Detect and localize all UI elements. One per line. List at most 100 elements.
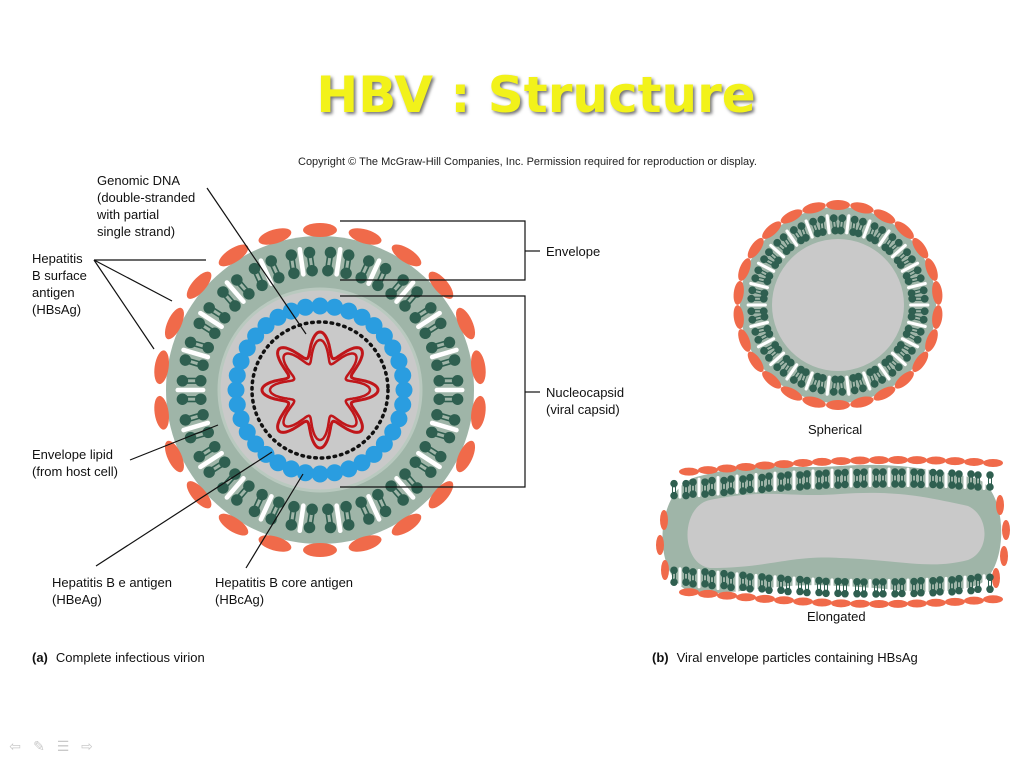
protein-head	[739, 583, 747, 592]
surface-antigen	[258, 535, 292, 552]
pen-icon[interactable]: ✎	[33, 738, 45, 754]
protein-tail	[811, 377, 817, 387]
capsid-bead	[384, 339, 402, 357]
arrow-left-icon[interactable]: ⇦	[9, 738, 21, 754]
protein-tail	[854, 221, 857, 231]
protein-tail	[909, 330, 919, 334]
protein-tail	[876, 231, 883, 241]
surface-antigen	[154, 395, 169, 430]
envelope-protein	[841, 467, 861, 489]
protein-head	[796, 575, 804, 584]
surface-antigen	[907, 456, 927, 465]
lipid-gap	[769, 351, 786, 367]
capsid-bead	[247, 327, 265, 345]
lipid-gap	[887, 467, 891, 488]
surface-antigen	[755, 594, 775, 603]
lipid-gap	[769, 243, 786, 259]
protein-head	[372, 488, 384, 501]
protein-tail	[225, 291, 236, 304]
capsid-bead	[238, 339, 256, 357]
protein-tail	[897, 251, 906, 259]
menu-icon[interactable]: ☰	[56, 738, 70, 754]
protein-head	[834, 469, 842, 477]
protein-head	[195, 393, 207, 405]
protein-head	[894, 363, 903, 372]
protein-tail	[186, 362, 201, 368]
leader-lines	[93, 187, 540, 569]
capsid-bead	[390, 410, 408, 428]
protein-head	[967, 482, 975, 490]
surface-antigen	[747, 351, 764, 373]
protein-tail	[191, 344, 206, 350]
capsid-bead	[340, 302, 358, 320]
protein-head	[701, 490, 709, 498]
protein-head	[754, 335, 763, 344]
protein-head	[955, 574, 963, 583]
lipid-gap	[963, 469, 967, 489]
protein-tail	[902, 343, 912, 350]
surface-antigen	[907, 599, 927, 608]
surface-antigen	[762, 221, 782, 239]
protein-tail	[438, 357, 452, 364]
lipid-gap	[825, 375, 831, 396]
protein-tail	[785, 237, 792, 246]
protein-tail	[908, 271, 918, 278]
lipid-gap	[297, 503, 306, 534]
envelope-protein	[955, 469, 975, 490]
label-elongated: Elongated	[807, 609, 866, 624]
protein-tail	[756, 327, 766, 331]
protein-head	[379, 262, 392, 275]
capsid-bead	[390, 352, 408, 370]
protein-tail	[874, 371, 881, 380]
protein-tail	[874, 230, 881, 239]
protein-head	[747, 307, 756, 316]
protein-head	[689, 568, 697, 576]
protein-tail	[782, 362, 789, 371]
envelope-protein	[385, 468, 423, 506]
protein-head	[777, 472, 785, 480]
protein-head	[355, 496, 367, 508]
protein-tail	[897, 351, 906, 359]
protein-tail	[343, 256, 347, 271]
leader-hbeag	[95, 451, 273, 567]
lipid-gap	[785, 363, 799, 381]
protein-head	[409, 312, 422, 324]
protein-head	[746, 485, 754, 494]
protein-head	[872, 578, 880, 586]
protein-tail	[329, 254, 334, 269]
surface-antigen	[925, 258, 938, 281]
protein-head	[409, 456, 422, 468]
envelope-protein	[217, 274, 255, 312]
protein-tail	[819, 221, 822, 231]
leader-genomic-dna	[206, 187, 307, 335]
protein-tail	[908, 332, 918, 339]
protein-head	[898, 468, 906, 476]
protein-head	[256, 488, 268, 501]
surface-antigen	[802, 202, 826, 214]
lipid-gap	[773, 471, 777, 492]
protein-head	[256, 279, 268, 292]
surface-antigen	[733, 281, 744, 305]
lipid-gap	[181, 420, 211, 433]
arrow-right-icon[interactable]: ⇨	[81, 738, 93, 754]
protein-head	[894, 238, 903, 247]
protein-head	[425, 466, 437, 478]
protein-head	[701, 568, 709, 576]
protein-head	[727, 487, 735, 495]
surface-antigen	[932, 281, 943, 305]
lipid-gap	[198, 450, 224, 470]
surface-antigen	[471, 395, 486, 430]
protein-tail	[306, 254, 311, 269]
envelope-protein	[896, 330, 922, 355]
envelope-proteins	[175, 246, 465, 534]
surface-antigen	[661, 560, 669, 580]
protein-head	[682, 578, 690, 586]
protein-head	[929, 577, 937, 585]
protein-head	[782, 355, 791, 363]
protein-tail	[760, 269, 769, 275]
lipid-gap	[849, 467, 853, 488]
protein-head	[789, 226, 798, 234]
capsid-bead	[394, 366, 412, 384]
lipid-gap	[925, 468, 929, 488]
protein-head	[910, 480, 918, 488]
